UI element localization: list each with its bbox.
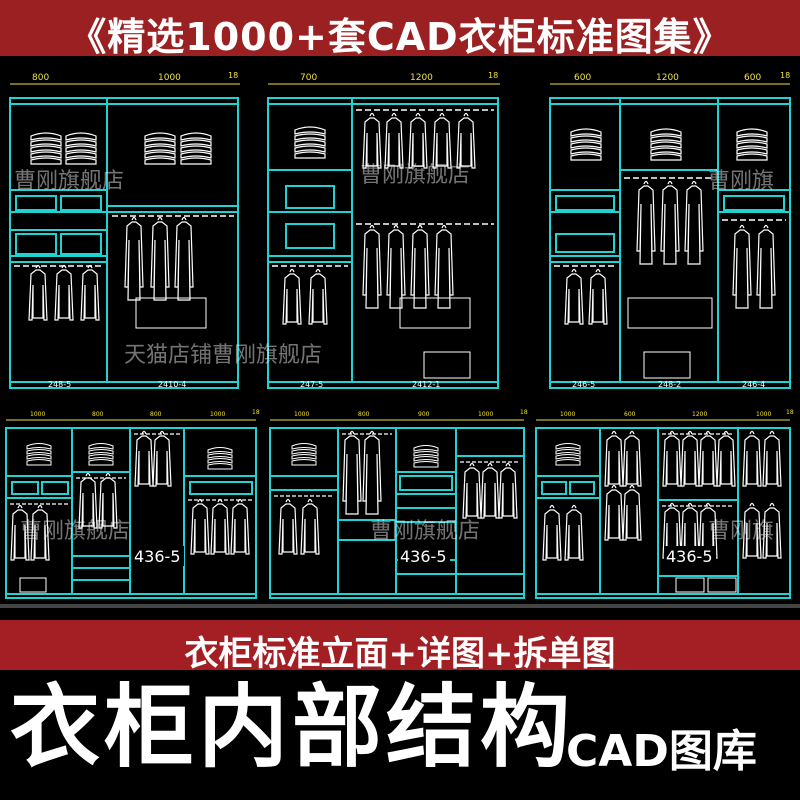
- dim-label: 1000: [30, 411, 45, 418]
- dim-label: 600: [624, 411, 636, 418]
- feature-banner-text: 衣柜标准立面+详图+拆单图: [184, 634, 616, 674]
- cabinet-code: 248-5: [48, 380, 71, 389]
- top-banner: 《精选1000+套CAD衣柜标准图集》: [0, 0, 800, 60]
- sub-title: CAD图库: [566, 726, 757, 777]
- section-divider: [0, 604, 800, 608]
- watermark: 曹刚旗: [708, 169, 774, 194]
- dim-label: 800: [150, 411, 162, 418]
- dim-label: 1000: [756, 411, 771, 418]
- dim-label: 18: [780, 71, 790, 80]
- cabinet-tag: 436-5: [134, 547, 181, 566]
- cabinet-code: 246-4: [742, 380, 765, 389]
- wardrobe-elevation: [535, 427, 791, 599]
- cad-drawings: 800 1000 18 700 1200 18 600 1200 600 18 …: [5, 71, 794, 599]
- watermark: 天猫店铺曹刚旗舰店: [124, 343, 322, 368]
- cabinet-tag: 436-5: [666, 547, 713, 566]
- dim-label: 18: [252, 409, 260, 416]
- feature-banner: 衣柜标准立面+详图+拆单图: [0, 620, 800, 674]
- dim-label: 900: [418, 411, 430, 418]
- wardrobe-elevation: [5, 427, 257, 599]
- cabinet-code: 247-5: [300, 380, 323, 389]
- cabinet-code: 2410-4: [158, 380, 186, 389]
- watermark: 曹刚旗舰店: [20, 519, 130, 544]
- cabinet-code: 246-5: [572, 380, 595, 389]
- dim-label: 800: [32, 73, 49, 83]
- wardrobe-elevation: [269, 427, 525, 599]
- dim-label: 1000: [210, 411, 225, 418]
- dim-label: 700: [300, 73, 317, 83]
- cabinet-tag: 436-5: [400, 547, 447, 566]
- dim-label: 18: [786, 409, 794, 416]
- watermark: 曹刚旗舰店: [370, 519, 480, 544]
- dim-label: 1000: [158, 73, 181, 83]
- dim-label: 1000: [478, 411, 493, 418]
- dim-label: 600: [744, 73, 761, 83]
- wardrobe-elevation: [267, 97, 499, 389]
- main-title: 衣柜内部结构: [10, 675, 574, 780]
- dim-label: 1200: [410, 73, 433, 83]
- watermark: 曹刚旗舰店: [14, 169, 124, 194]
- dim-label: 1000: [294, 411, 309, 418]
- dim-label: 600: [574, 73, 591, 83]
- dim-label: 1000: [560, 411, 575, 418]
- dim-label: 800: [92, 411, 104, 418]
- dim-label: 1200: [692, 411, 707, 418]
- watermarks: 曹刚旗舰店 曹刚旗舰店 曹刚旗 天猫店铺曹刚旗舰店 曹刚旗舰店 曹刚旗舰店 曹刚…: [14, 163, 774, 544]
- dim-label: 1200: [656, 73, 679, 83]
- cabinet-code: 248-2: [658, 380, 681, 389]
- cabinet-code: 2412-1: [412, 380, 440, 389]
- dim-label: 18: [520, 409, 528, 416]
- wardrobe-elevation: [549, 97, 791, 389]
- wardrobe-elevation: [9, 97, 239, 389]
- watermark: 曹刚旗舰店: [360, 163, 470, 188]
- dim-label: 800: [358, 411, 370, 418]
- catalog-title: 《精选1000+套CAD衣柜标准图集》: [68, 15, 732, 59]
- dim-label: 18: [228, 71, 238, 80]
- dim-label: 18: [488, 71, 498, 80]
- watermark: 曹刚旗: [708, 519, 774, 544]
